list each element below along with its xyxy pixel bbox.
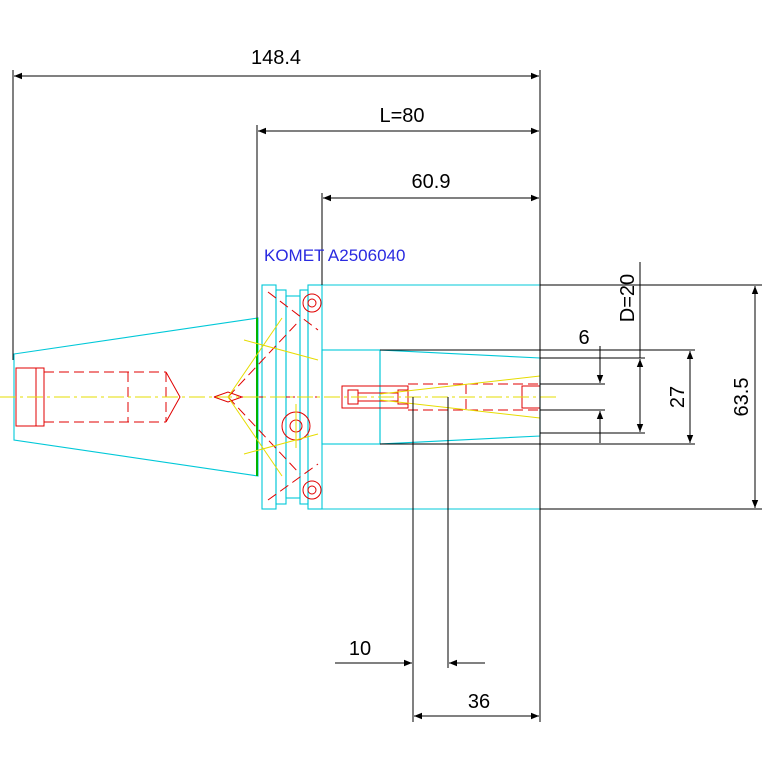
extension-lines <box>12 70 762 722</box>
dim-overall-length: 148.4 <box>251 47 301 69</box>
dim-bore-diameter: D=20 <box>617 274 639 322</box>
dim-flange-diameter: 63.5 <box>731 378 753 417</box>
dimension-lines <box>14 72 759 720</box>
dim-shank-diameter: 27 <box>667 386 689 408</box>
dim-flange-to-end: 60.9 <box>412 171 451 193</box>
dim-gauge-length: L=80 <box>379 105 424 127</box>
dim-clamp-length: 36 <box>468 691 490 713</box>
drawing-title: KOMET A2506040 <box>264 246 405 265</box>
dim-screw-offset: 10 <box>349 638 371 660</box>
centerlines <box>0 317 560 477</box>
dim-small-diameter: 6 <box>578 327 589 349</box>
